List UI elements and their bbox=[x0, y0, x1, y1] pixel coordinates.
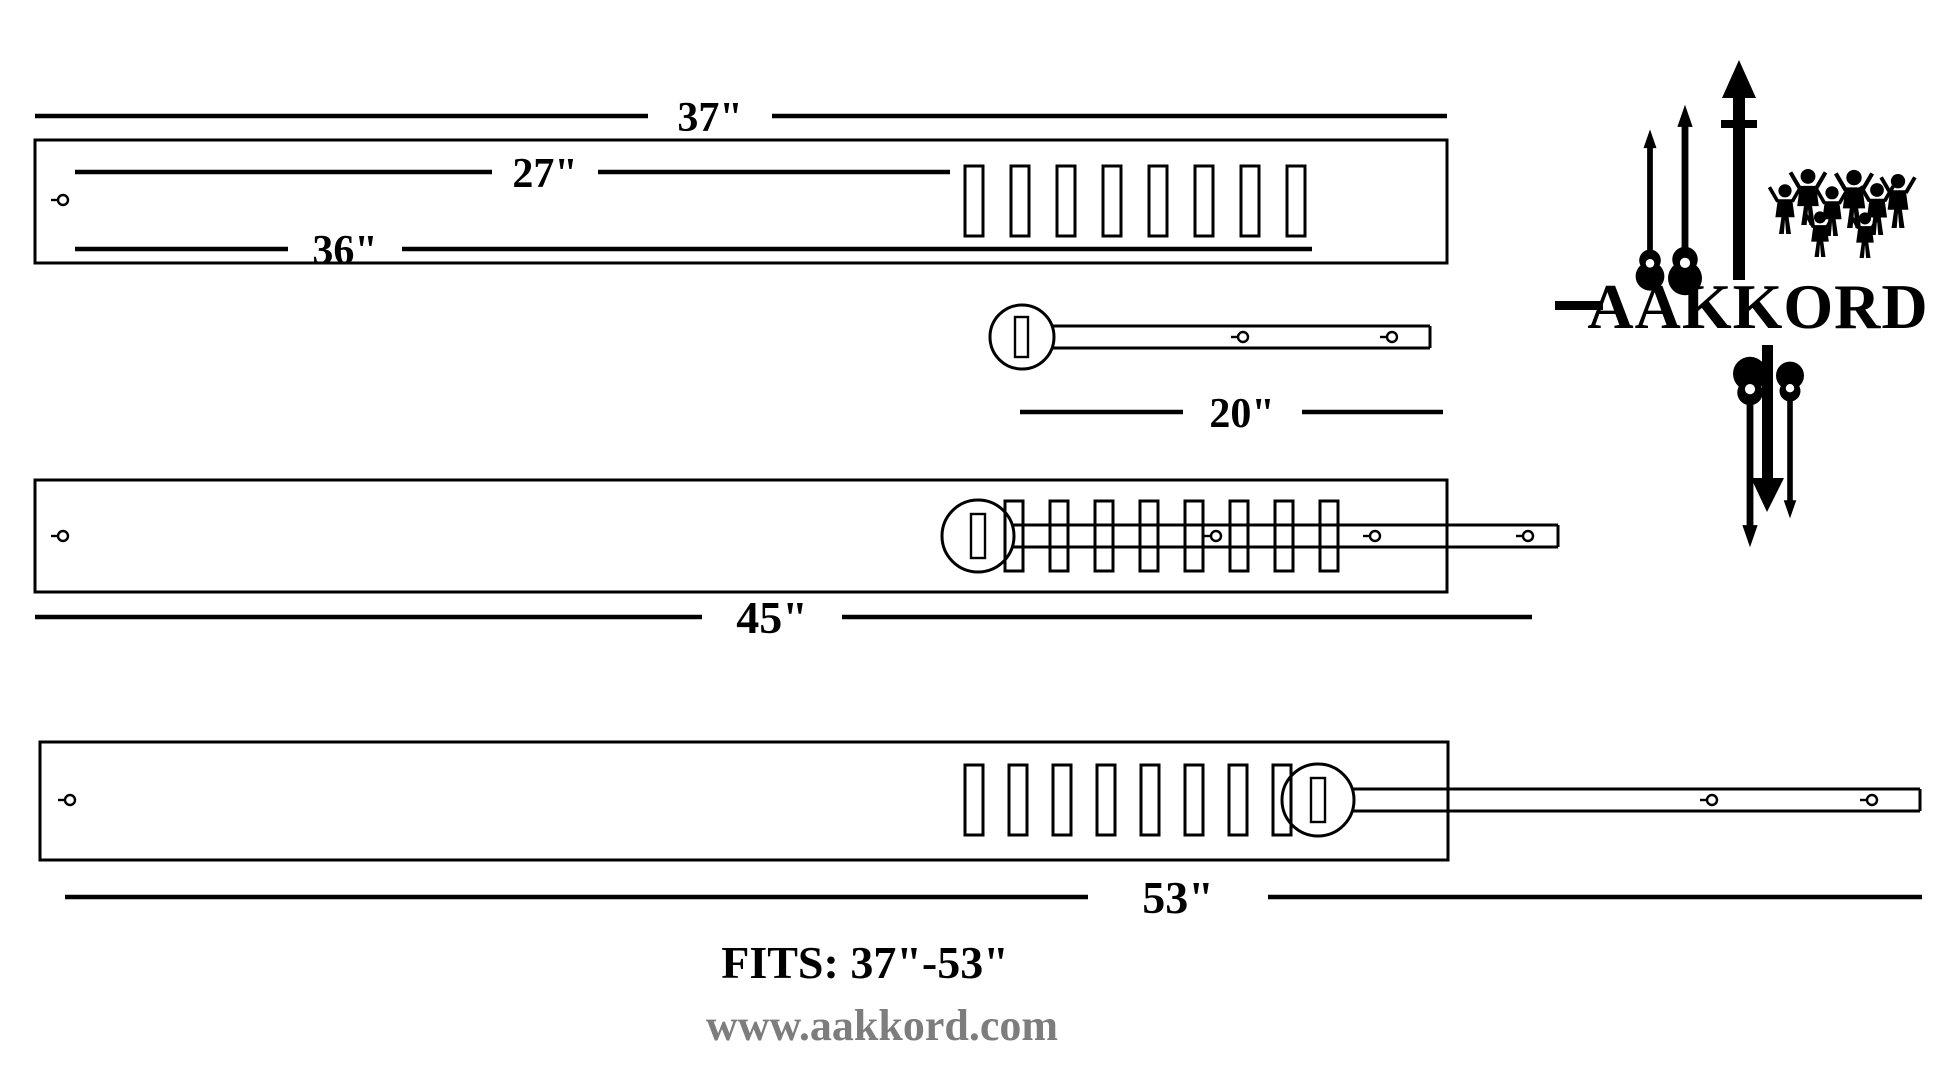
tail-hole bbox=[1361, 529, 1382, 543]
sword-guitar-icon bbox=[1721, 60, 1757, 280]
adjustment-slot bbox=[1093, 499, 1115, 573]
dimension-label-36: 36" bbox=[312, 228, 377, 274]
adjustment-slot bbox=[1048, 499, 1070, 573]
adjustment-slot bbox=[1138, 499, 1160, 573]
dimension-label-20: 20" bbox=[1209, 391, 1274, 437]
strap-37-outline bbox=[33, 138, 1449, 265]
tail-hole bbox=[1698, 793, 1719, 807]
strap-45-group: 45" bbox=[33, 478, 1560, 643]
adjustment-slot bbox=[1147, 164, 1169, 238]
dimension-line-36: 36" bbox=[75, 228, 1312, 274]
sword-guitar-down-icon bbox=[1751, 345, 1784, 512]
strap-45-outline bbox=[33, 478, 1449, 594]
tail-hole bbox=[1378, 330, 1399, 344]
adjustment-slot bbox=[1318, 499, 1340, 573]
dimension-line-37: 37" bbox=[35, 95, 1447, 141]
guitar-icon bbox=[1733, 356, 1767, 548]
strap-53-outline bbox=[38, 740, 1450, 862]
strap-end-hole bbox=[49, 193, 70, 207]
adjustment-slots bbox=[963, 164, 1307, 238]
dimension-label-37: 37" bbox=[677, 95, 742, 141]
buckle-ring bbox=[940, 498, 1016, 574]
adjustment-slot bbox=[1183, 499, 1205, 573]
tail-hole bbox=[1202, 529, 1223, 543]
adjustment-slots bbox=[1003, 499, 1340, 573]
fits-range-label: FITS: 37"-53" bbox=[721, 937, 1008, 988]
tail-strip bbox=[1012, 523, 1560, 549]
adjustment-slot bbox=[1007, 763, 1029, 837]
strap-37-group: 37" 27" 36" bbox=[33, 95, 1449, 274]
buckle-ring bbox=[1280, 762, 1356, 838]
buckle-slot bbox=[969, 512, 987, 560]
dimension-line-20: 20" bbox=[1020, 391, 1443, 437]
buckle-ring bbox=[988, 303, 1056, 371]
strap-53-group: 53" bbox=[38, 740, 1922, 923]
adjustment-slot bbox=[1095, 763, 1117, 837]
dimension-label-27: 27" bbox=[512, 151, 577, 197]
logo-dash bbox=[1555, 301, 1603, 310]
adjustment-slot bbox=[1051, 763, 1073, 837]
adjustment-slot bbox=[963, 763, 985, 837]
dimension-label-45: 45" bbox=[736, 592, 808, 643]
adjustment-slot bbox=[1239, 164, 1261, 238]
crowd-icon bbox=[1767, 169, 1917, 260]
adjustment-slots bbox=[963, 763, 1293, 837]
adjustment-slot bbox=[1228, 499, 1250, 573]
aakkord-logo: AAKKORD bbox=[1555, 60, 1928, 548]
adjustment-slot bbox=[963, 164, 985, 238]
adjustment-slot bbox=[1101, 164, 1123, 238]
adjustment-slot bbox=[1285, 164, 1307, 238]
tail-hole bbox=[1514, 529, 1535, 543]
guitar-icon bbox=[1776, 361, 1804, 519]
dimension-line-27: 27" bbox=[75, 151, 950, 197]
strap-end-hole bbox=[56, 793, 77, 807]
adjustment-slot bbox=[1183, 763, 1205, 837]
adjustment-slot bbox=[1193, 164, 1215, 238]
dimension-label-53: 53" bbox=[1142, 872, 1214, 923]
buckle-slot bbox=[1013, 315, 1030, 359]
tail-strip bbox=[1352, 787, 1922, 813]
website-label: www.aakkord.com bbox=[706, 1001, 1058, 1050]
logo-wordmark: AAKKORD bbox=[1587, 271, 1928, 342]
tail-hole bbox=[1229, 330, 1250, 344]
adjustment-slot bbox=[1009, 164, 1031, 238]
adjustment-slot bbox=[1139, 763, 1161, 837]
guitar-icon bbox=[1635, 129, 1665, 291]
dimension-line-45: 45" bbox=[35, 592, 1532, 643]
tail-strap-group: 20" bbox=[988, 303, 1443, 437]
adjustment-slot bbox=[1273, 499, 1295, 573]
adjustment-slot bbox=[1055, 164, 1077, 238]
dimension-line-53: 53" bbox=[65, 872, 1922, 923]
buckle-slot bbox=[1309, 776, 1327, 824]
adjustment-slot bbox=[1227, 763, 1249, 837]
tail-hole bbox=[1858, 793, 1879, 807]
tail-strip bbox=[1052, 324, 1432, 350]
strap-end-hole bbox=[49, 529, 70, 543]
guitar-icon bbox=[1668, 104, 1702, 296]
